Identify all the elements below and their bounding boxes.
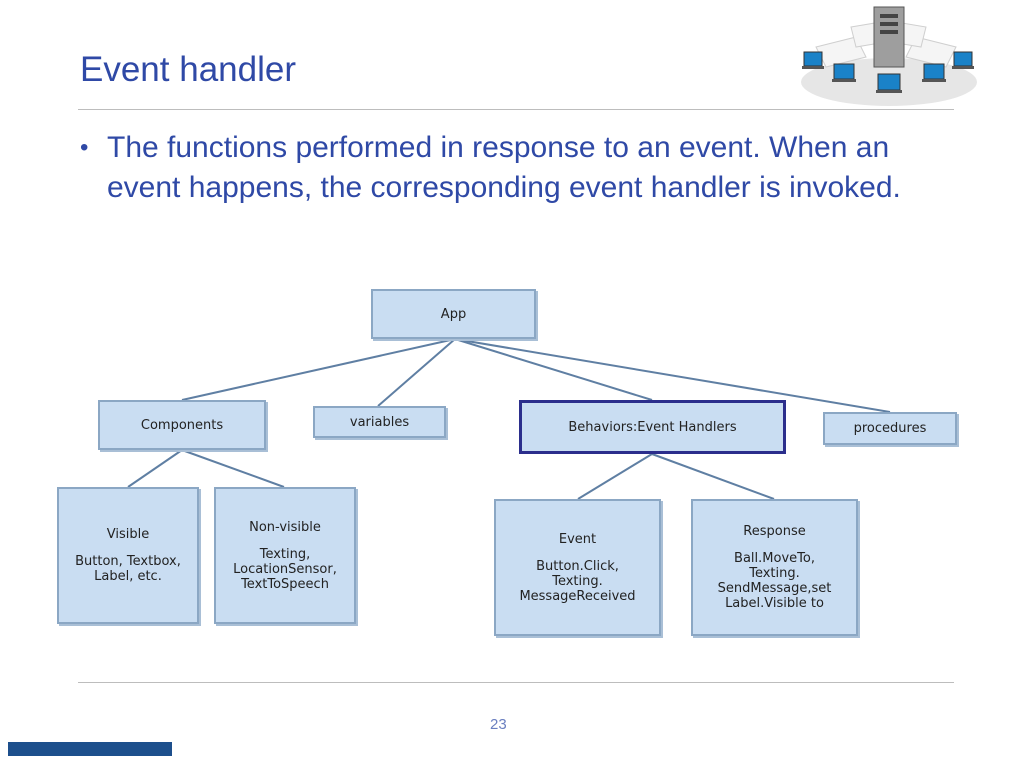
node-behaviors-label: Behaviors:Event Handlers	[568, 419, 737, 435]
laptop-bases	[802, 66, 974, 93]
logo-tagline	[8, 742, 172, 756]
node-app: App	[371, 289, 536, 339]
node-response-body: Ball.MoveTo, Texting. SendMessage,set La…	[717, 551, 832, 611]
node-components: Components	[98, 400, 266, 450]
cetech-logo	[8, 690, 172, 760]
node-event: Event Button.Click, Texting. MessageRece…	[494, 499, 661, 636]
connector-app-procedures	[454, 338, 891, 413]
node-visible-heading: Visible	[106, 527, 150, 542]
node-non-visible: Non-visible Texting, LocationSensor, Tex…	[214, 487, 356, 624]
network-computers-picture	[801, 6, 977, 106]
node-procedures-label: procedures	[853, 421, 927, 436]
node-non-visible-body: Texting, LocationSensor, TextToSpeech	[233, 546, 337, 592]
node-variables: variables	[313, 406, 446, 438]
node-event-heading: Event	[558, 531, 597, 547]
node-response-heading: Response	[743, 524, 806, 539]
connector-app-variables	[377, 338, 456, 407]
connector-app-components	[181, 338, 456, 401]
node-app-label: App	[440, 306, 467, 322]
bullet-icon: •	[80, 134, 89, 161]
connector-components-nonvisible	[181, 449, 285, 488]
node-behaviors-event-handlers: Behaviors:Event Handlers	[519, 400, 786, 454]
node-visible-body: Button, Textbox, Label, etc.	[75, 554, 181, 584]
node-visible: Visible Button, Textbox, Label, etc.	[57, 487, 199, 624]
laptop-icons	[803, 51, 973, 91]
server-tower-icon	[873, 6, 905, 68]
connector-app-behaviors	[454, 338, 653, 401]
connector-behaviors-response	[651, 453, 775, 500]
node-procedures: procedures	[823, 412, 957, 445]
connector-components-visible	[127, 449, 183, 488]
slide-title: Event handler	[80, 50, 296, 89]
node-response: Response Ball.MoveTo, Texting. SendMessa…	[691, 499, 858, 636]
bullet-text: The functions performed in response to a…	[107, 131, 901, 204]
page-number: 23	[490, 716, 507, 733]
connector-behaviors-event	[577, 453, 653, 500]
node-event-body: Button.Click, Texting. MessageReceived	[519, 558, 636, 604]
footer-divider	[78, 682, 954, 683]
node-components-label: Components	[140, 417, 224, 433]
node-variables-label: variables	[349, 414, 410, 430]
node-non-visible-heading: Non-visible	[249, 519, 321, 535]
bullet-point: • The functions performed in response to…	[80, 128, 970, 208]
title-divider	[78, 109, 954, 110]
